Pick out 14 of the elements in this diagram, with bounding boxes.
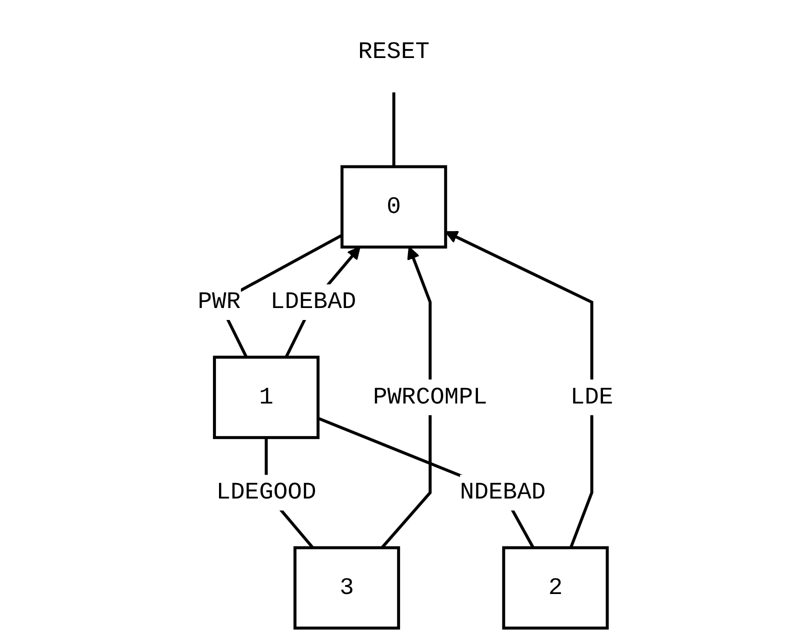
node-box: 2 <box>502 546 609 630</box>
edge-label: PWRCOMPL <box>372 384 488 411</box>
arrow <box>380 246 432 549</box>
edge-label: NDEBAD <box>460 479 546 506</box>
edge-label: LDE <box>570 384 614 411</box>
edge-label: LDEGOOD <box>216 479 316 506</box>
node-box: 1 <box>212 356 320 440</box>
edge-label: PWR <box>198 288 241 316</box>
arrow <box>445 231 594 548</box>
edge-label: LDEBAD <box>270 288 356 316</box>
node-text: RESET <box>358 38 430 66</box>
node-box: 0 <box>340 165 448 249</box>
connector <box>392 92 396 167</box>
node-box: 3 <box>293 546 400 630</box>
